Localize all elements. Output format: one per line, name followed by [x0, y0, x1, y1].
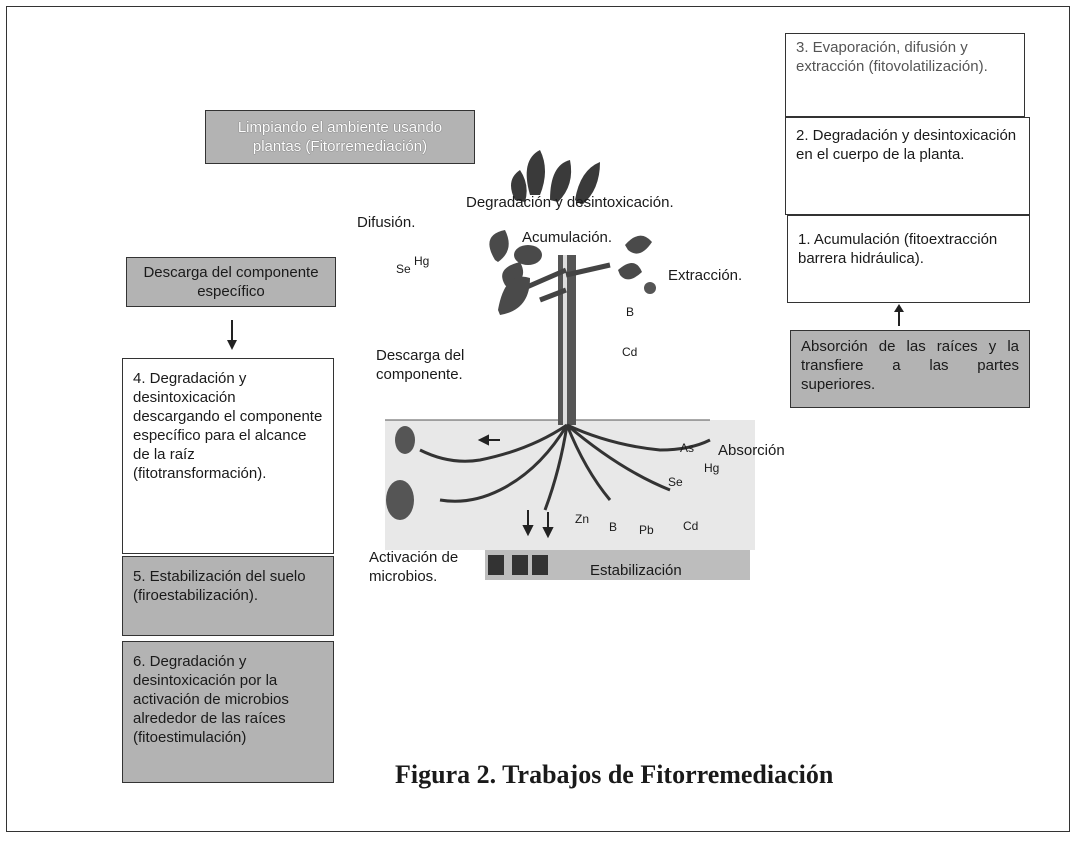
label-degradacion: Degradación y desintoxicación. [466, 194, 674, 211]
label-descarga: Descarga del componente. [376, 347, 465, 383]
label-absorcion: Absorción [718, 442, 785, 459]
label-estabilizacion: Estabilización [590, 562, 682, 579]
figure-frame [6, 6, 1070, 832]
header-box: Limpiando el ambiente usando plantas (Fi… [205, 110, 475, 164]
soil-area [385, 420, 755, 550]
figure-caption: Figura 2. Trabajos de Fitorremediación [395, 760, 834, 789]
chem-zn: Zn [575, 512, 590, 526]
box-acumulacion: 1. Acumulación (fitoextracción barrera h… [787, 215, 1030, 303]
roots [419, 423, 711, 511]
chem-b-top: B [626, 305, 635, 319]
chem-cd-soil: Cd [683, 519, 699, 533]
chem-hg-soil: Hg [704, 461, 720, 475]
chem-se-soil: Se [668, 475, 683, 489]
down-arrow-left [227, 320, 237, 350]
box-fitoestimulacion: 6. Degradación y desintoxicación por la … [122, 641, 334, 783]
label-activacion: Activación de microbios. [369, 549, 459, 585]
box-absorcion-raices: Absorción de las raíces y la transfiere … [790, 330, 1030, 408]
chem-se-top: Se [396, 262, 411, 276]
box-fitovolatilizacion: 3. Evaporación, difusión y extracción (f… [785, 33, 1025, 117]
box-descarga-especifico: Descarga del componente específico [126, 257, 336, 307]
chem-as: As [680, 441, 695, 455]
chem-cd-top: Cd [622, 345, 638, 359]
up-arrow-right [894, 304, 904, 326]
chem-b-soil: B [609, 520, 618, 534]
box-degradacion-planta: 2. Degradación y desintoxicación en el c… [785, 117, 1030, 215]
box-fitoestabilizacion: 5. Estabilización del suelo (firoestabil… [122, 556, 334, 636]
label-extraccion: Extracción. [668, 267, 743, 284]
leaf-cluster-top [511, 150, 600, 205]
chem-hg-top: Hg [414, 254, 430, 268]
plant-illustration [385, 150, 755, 580]
label-difusion: Difusión. [357, 214, 416, 231]
leaf-cluster-mid [489, 230, 652, 315]
box-fitotransformacion: 4. Degradación y desintoxicación descarg… [122, 358, 334, 554]
chem-pb: Pb [639, 523, 654, 537]
label-acumulacion: Acumulación. [522, 229, 613, 246]
